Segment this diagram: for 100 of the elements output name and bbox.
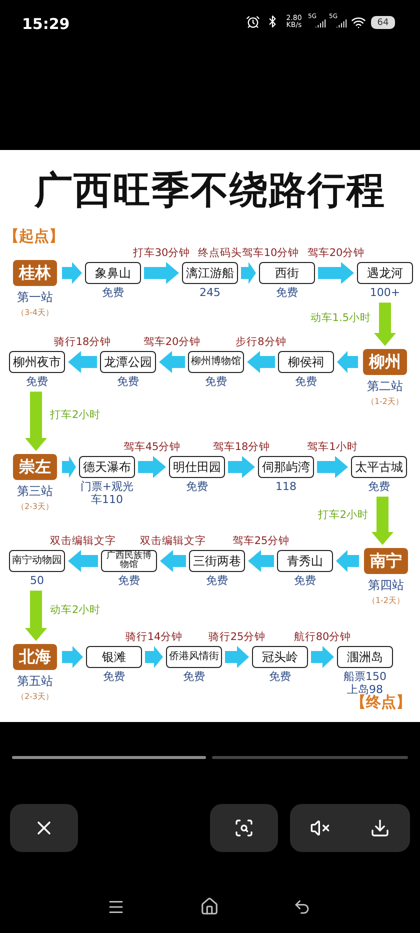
arrow <box>62 456 76 478</box>
place-box: 伺那屿湾 <box>258 456 314 478</box>
days-text: （2-3天） <box>16 501 54 512</box>
place-box: 明仕田园 <box>169 456 225 478</box>
place-box: 柳州夜市 <box>9 351 65 373</box>
arrow <box>138 456 166 478</box>
place-box: 太平古城 <box>351 456 407 478</box>
station-text: 第五站 <box>17 673 53 690</box>
station-text: 第一站 <box>17 289 53 306</box>
price-text: 免费 <box>367 481 391 494</box>
city-box: 崇左 <box>13 454 57 480</box>
arrow <box>68 550 98 572</box>
battery-indicator: 64 <box>371 16 395 29</box>
arrow <box>311 646 334 668</box>
place-box: 青秀山 <box>277 550 333 572</box>
edge-label: 动车2小时 <box>50 604 101 616</box>
arrow <box>62 646 83 668</box>
poster-title: 广西旺季不绕路行程 <box>33 167 386 214</box>
place-box: 柳州博物馆 <box>188 351 244 373</box>
arrow <box>241 262 256 284</box>
price-text: 免费 <box>205 575 229 588</box>
place-box: 龙潭公园 <box>100 351 156 373</box>
price-text: 免费 <box>25 376 49 389</box>
price-text: 免费 <box>204 376 228 389</box>
place-box: 三街两巷 <box>189 550 245 572</box>
end-mark: 【终点】 <box>351 693 411 712</box>
place-box: 银滩 <box>86 646 142 668</box>
place-box: 冠头岭 <box>252 646 308 668</box>
edge-label: 驾车20分钟 <box>143 336 201 348</box>
edge-label: 骑行14分钟 <box>125 630 183 643</box>
edge-label: 驾车18分钟 <box>212 440 270 453</box>
station-text: 第四站 <box>368 577 404 594</box>
arrow <box>68 351 97 373</box>
price-text: 免费 <box>268 671 292 684</box>
station-text: 第三站 <box>17 483 53 500</box>
days-text: （3-4天） <box>16 307 54 318</box>
edge-label: 双击编辑文字 <box>140 534 206 547</box>
place-box: 涠洲岛 <box>337 646 393 668</box>
arrow <box>374 302 396 346</box>
price-text: 免费 <box>182 671 206 684</box>
arrow <box>160 550 186 572</box>
place-box: 柳侯祠 <box>278 351 334 373</box>
edge-label: 打车30分钟 <box>132 246 190 259</box>
price-text: 免费 <box>101 287 125 300</box>
edge-label: 动车1.5小时 <box>310 312 371 324</box>
price-text: 免费 <box>102 671 126 684</box>
price-text: 100+ <box>368 287 402 300</box>
place-box: 侨港风情街 <box>166 646 222 668</box>
price-text: 245 <box>198 287 222 300</box>
arrow <box>62 262 82 284</box>
arrow <box>248 550 274 572</box>
place-box: 遇龙河 <box>357 262 413 284</box>
city-box: 北海 <box>13 644 57 670</box>
edge-label: 骑行25分钟 <box>208 630 266 643</box>
station-text: 第二站 <box>367 378 403 395</box>
edge-label: 驾车25分钟 <box>232 534 290 547</box>
days-text: （1-2天） <box>367 595 405 606</box>
edge-label: 打车2小时 <box>318 508 368 521</box>
days-text: （2-3天） <box>16 691 54 702</box>
city-box: 柳州 <box>363 349 407 375</box>
price-text: 免费 <box>293 575 317 588</box>
price-text: 船票150 上岛98 <box>342 671 386 696</box>
edge-label: 驾车45分钟 <box>123 440 181 453</box>
price-text: 118 <box>274 481 298 494</box>
arrow <box>228 456 255 478</box>
edge-label: 打车2小时 <box>50 409 101 422</box>
arrow <box>317 456 348 478</box>
city-box: 南宁 <box>364 548 408 574</box>
arrow <box>25 392 47 451</box>
edge-label: 双击编辑文字 <box>50 534 116 547</box>
place-box: 广西民族博物馆 <box>101 550 157 572</box>
place-box: 漓江游船 <box>182 262 238 284</box>
edge-label: 骑行18分钟 <box>54 336 112 348</box>
place-box: 西街 <box>259 262 315 284</box>
edge-label: 航行80分钟 <box>294 630 352 643</box>
price-text: 免费 <box>294 376 318 389</box>
price-text: 门票+观光车110 <box>79 481 135 506</box>
place-box: 象鼻山 <box>85 262 141 284</box>
arrow <box>337 351 358 373</box>
price-text: 50 <box>29 575 45 588</box>
edge-label: 驾车1小时 <box>307 440 358 453</box>
price-text: 免费 <box>275 287 299 300</box>
arrow <box>159 351 185 373</box>
arrow <box>372 496 394 545</box>
arrow <box>336 550 359 572</box>
place-box: 德天瀑布 <box>79 456 135 478</box>
arrow <box>318 262 354 284</box>
price-text: 免费 <box>117 575 141 588</box>
arrow <box>225 646 249 668</box>
clock-text: 15:29 <box>22 17 70 32</box>
arrow <box>145 646 163 668</box>
arrow <box>144 262 179 284</box>
edge-label: 驾车20分钟 <box>307 246 365 259</box>
edge-label: 终点码头驾车10分钟 <box>198 246 300 259</box>
arrow <box>25 590 47 641</box>
place-box: 南宁动物园 <box>9 550 65 572</box>
edge-label: 步行8分钟 <box>236 336 286 348</box>
city-box: 桂林 <box>13 260 57 286</box>
days-text: （1-2天） <box>366 396 404 407</box>
price-text: 免费 <box>185 481 209 494</box>
